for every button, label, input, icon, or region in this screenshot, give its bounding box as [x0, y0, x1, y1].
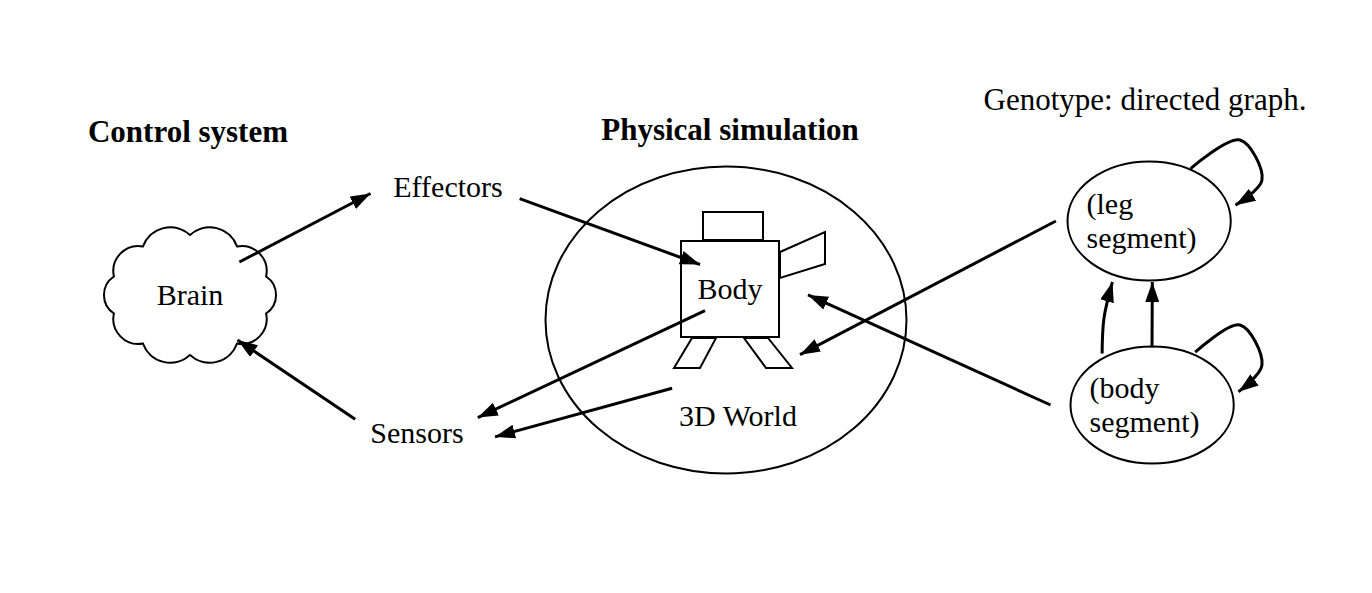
ellipse-shape: [546, 167, 907, 474]
robot-head: [703, 212, 763, 240]
robot-flag: [780, 232, 825, 278]
node-text: Body: [697, 272, 762, 307]
genotype-node: (leg segment): [1066, 160, 1232, 282]
effectors-label-node: Effectors: [389, 168, 506, 207]
node-text: Effectors: [393, 170, 502, 205]
cloud-shape: [104, 227, 276, 362]
brain-cloud: Brain: [95, 220, 285, 370]
arrow-connector: [520, 199, 700, 265]
body-box: Body: [680, 240, 780, 338]
ellipse-shape: [1067, 162, 1230, 281]
node-text: (body segment): [1090, 371, 1215, 440]
arrow-connector: [239, 194, 370, 262]
section-title: Genotype: directed graph.: [984, 82, 1307, 118]
node-text: (leg segment): [1087, 187, 1212, 256]
genotype-node: (body segment): [1069, 345, 1235, 465]
robot-leg: [744, 338, 792, 368]
arrow-connector: [800, 221, 1056, 355]
robot-leg: [674, 338, 716, 368]
sensors-label-node: Sensors: [366, 414, 467, 453]
arrow-connector: [1195, 325, 1262, 392]
ellipse-shape: [1070, 347, 1233, 464]
node-text: Sensors: [370, 416, 463, 451]
arrow-connector: [478, 311, 705, 418]
section-title: Control system: [88, 114, 288, 150]
arrow-connector: [1151, 282, 1154, 347]
section-title: Physical simulation: [601, 112, 859, 148]
node-text: 3D World: [679, 399, 797, 434]
node-text: Brain: [157, 278, 224, 313]
arrow-connector: [808, 295, 1051, 405]
arrow-connector: [1102, 282, 1112, 353]
arrow-connector: [1191, 140, 1263, 205]
arrow-connector: [238, 340, 356, 419]
world-ellipse: 3D World Body: [544, 165, 908, 475]
arrow-connector: [495, 388, 672, 437]
